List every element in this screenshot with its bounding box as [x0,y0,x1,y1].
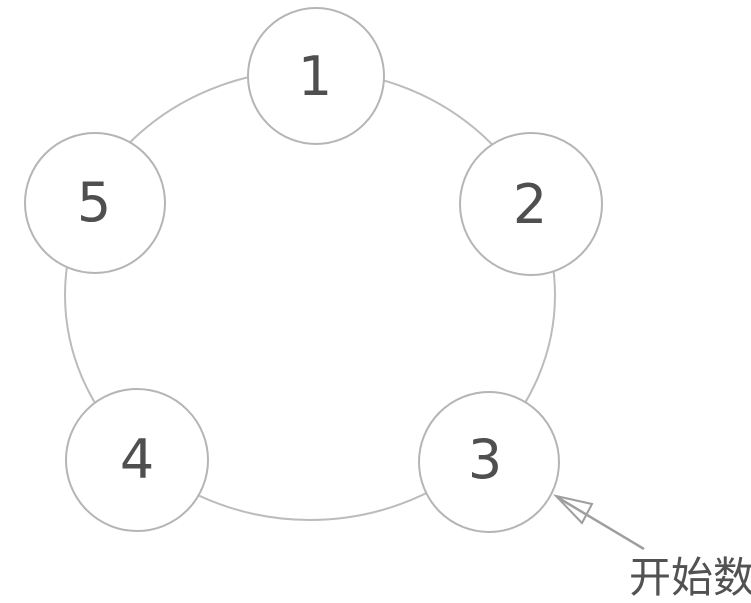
node-2-label: 2 [513,173,547,236]
node-1: 1 [247,7,385,145]
node-5-circle [24,132,166,274]
annotation-label: 开始数 [629,553,751,602]
node-4-circle [65,388,209,532]
node-2: 2 [459,132,603,276]
node-2-circle [459,132,603,276]
node-1-circle [247,7,385,145]
node-3-circle [418,391,560,533]
node-5-label: 5 [77,171,111,234]
node-1-label: 1 [298,45,332,108]
node-5: 5 [24,132,166,274]
arrow-shaft [556,495,645,551]
node-3: 3 [418,391,560,533]
start-annotation: 开始数 [552,494,751,602]
node-4-label: 4 [120,428,154,491]
node-3-label: 3 [468,428,502,491]
node-4: 4 [65,388,209,532]
